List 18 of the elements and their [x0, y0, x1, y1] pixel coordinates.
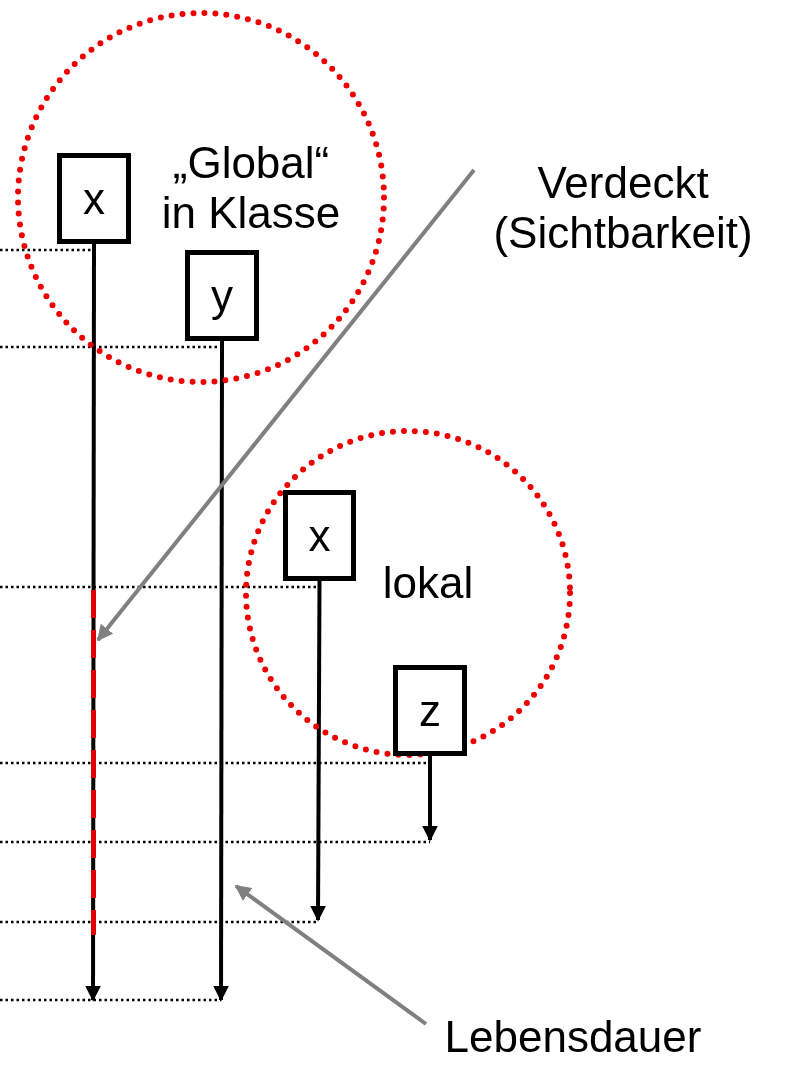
variable-name: y: [210, 270, 234, 321]
variable-name: z: [418, 685, 442, 736]
scope-label: „Global“ in Klasse: [160, 138, 342, 238]
leader-line: [234, 884, 428, 1026]
variable-name: x: [82, 173, 106, 224]
leader-line: [96, 168, 476, 642]
hidden-lifeline-segment: [90, 590, 96, 935]
variable-name: x: [307, 510, 332, 561]
lifeline-arrow: [85, 244, 101, 1002]
annotation-text: Lebensdauer: [443, 1012, 703, 1062]
annotation-text: Verdeckt (Sichtbarkeit): [492, 158, 754, 258]
lifeline-arrow: [310, 581, 327, 922]
scope-label: lokal: [381, 558, 475, 608]
variable-box: [283, 490, 356, 581]
lifeline-arrow: [422, 756, 438, 842]
variable-box: [57, 153, 131, 244]
variable-box: [185, 250, 259, 341]
lifeline-arrow: [213, 341, 229, 1002]
